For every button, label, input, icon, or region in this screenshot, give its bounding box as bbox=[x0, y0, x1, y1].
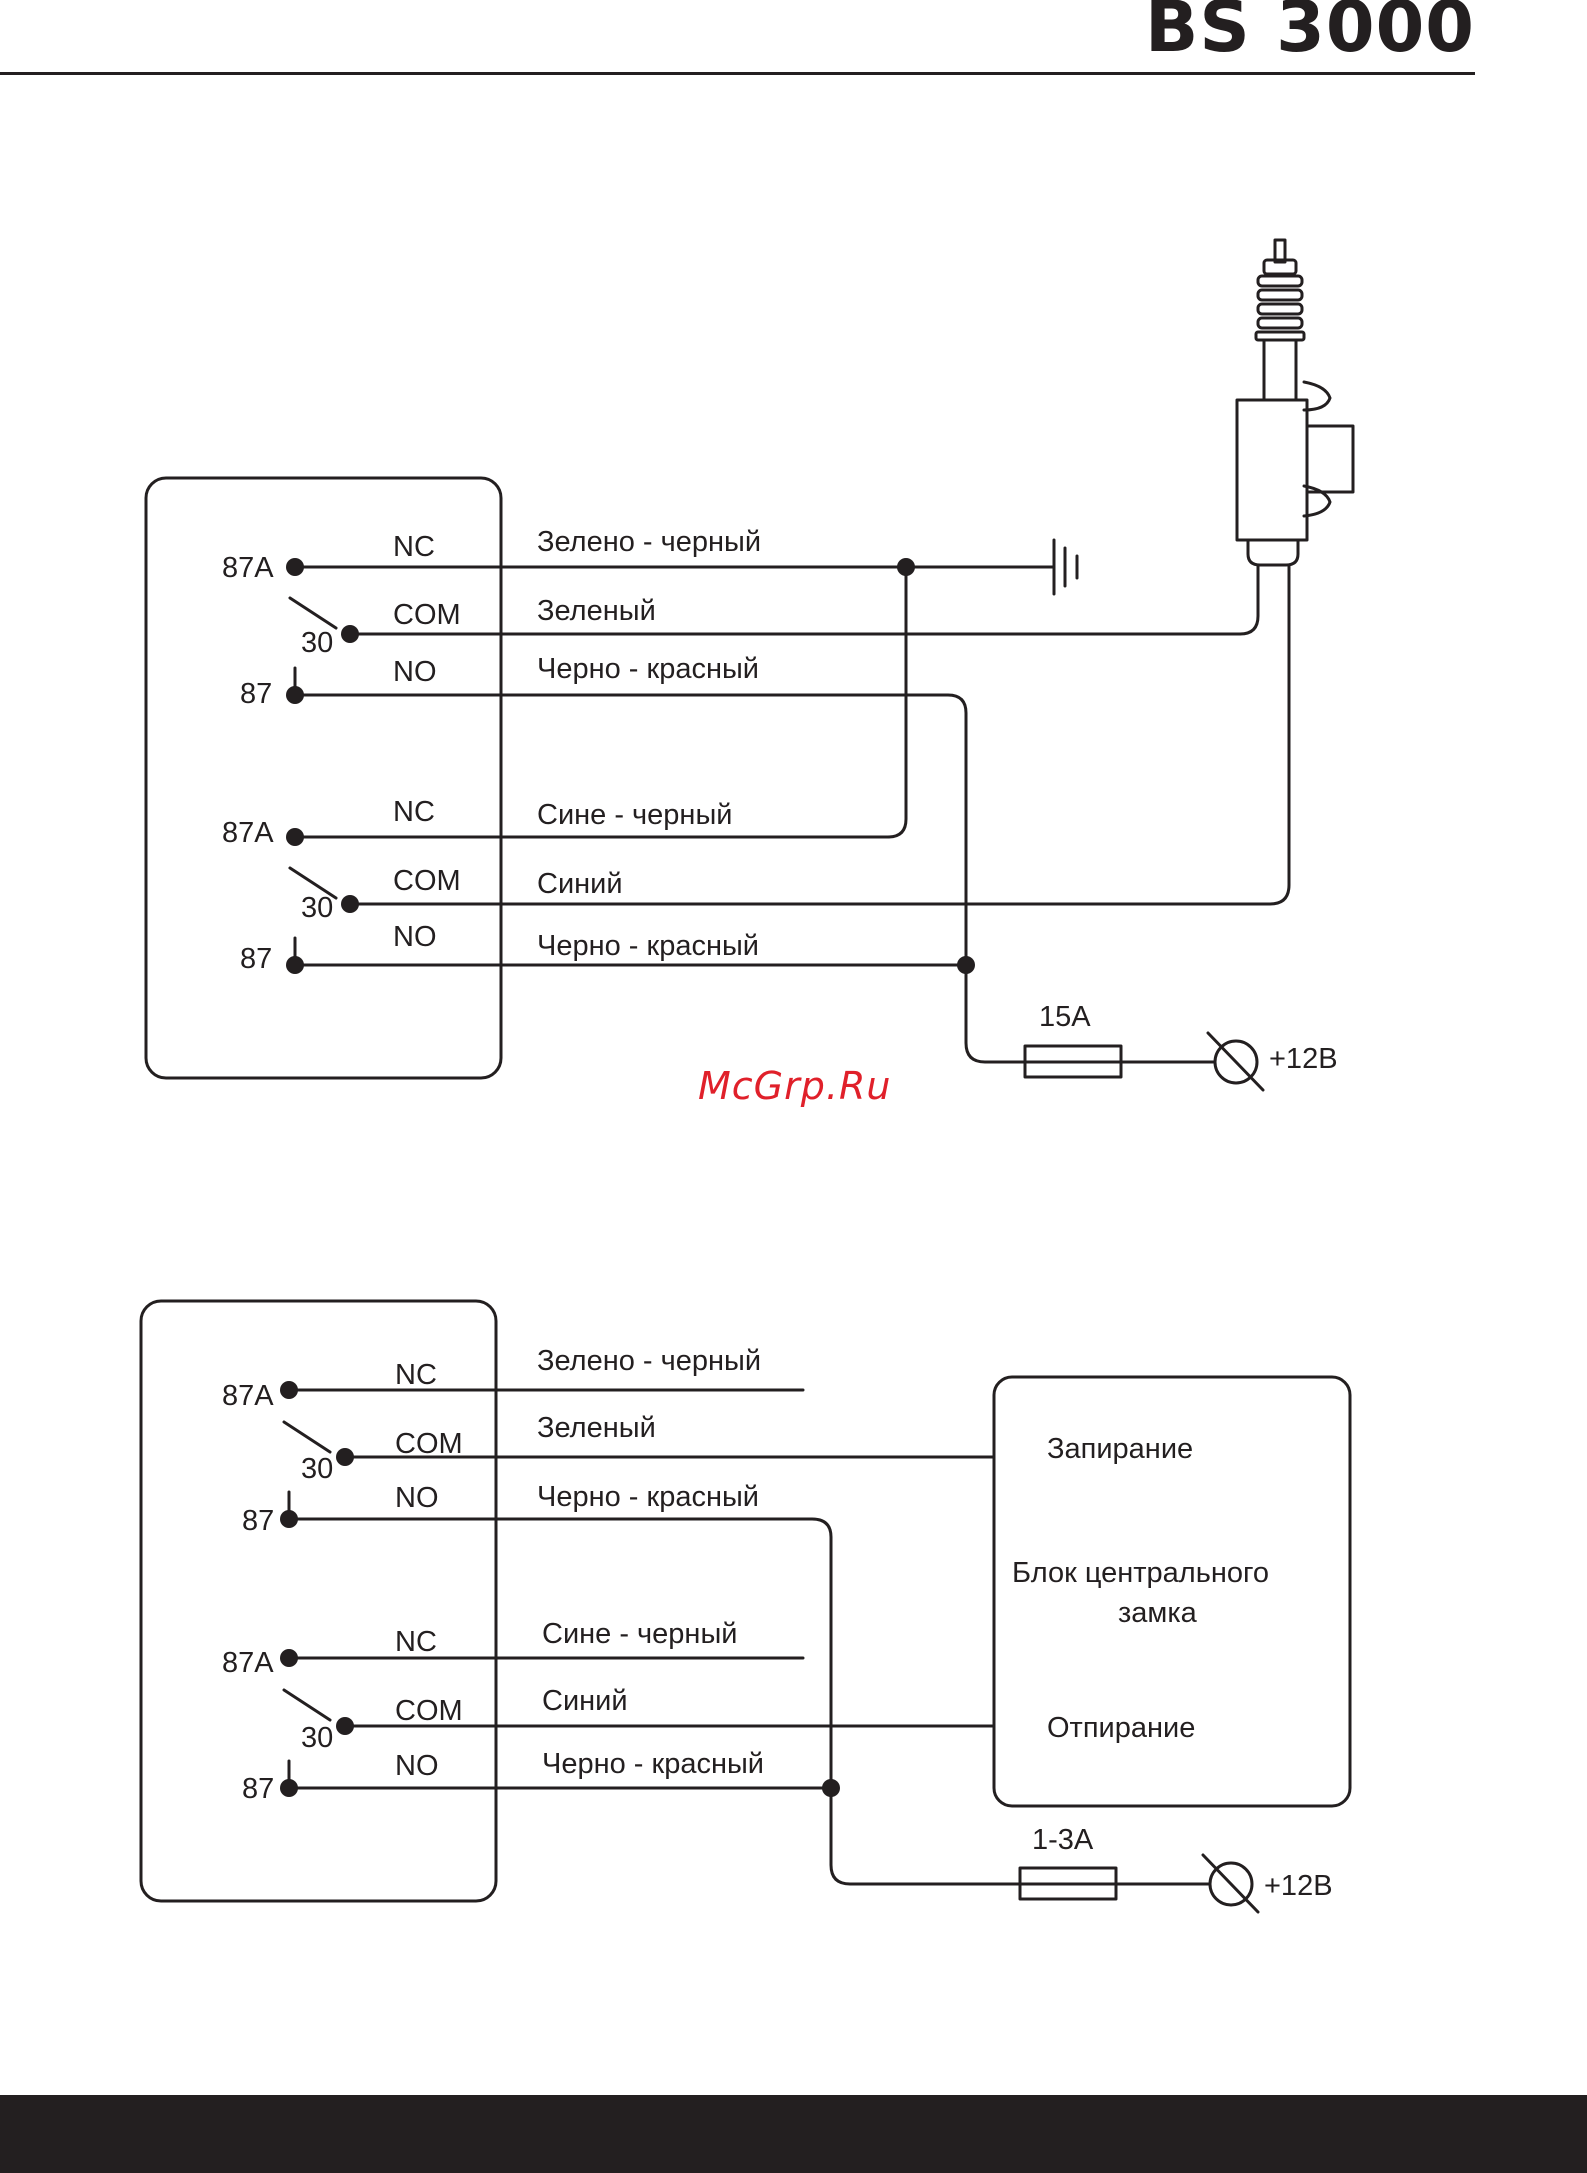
junction-dots-2 bbox=[280, 1381, 840, 1797]
diagram-2-labels: 87A 30 87 NC COM NO Зелено - черный Зеле… bbox=[222, 1345, 1333, 1902]
com-label: COM bbox=[395, 1695, 463, 1727]
relay-b-contacts-1 bbox=[288, 563, 1291, 967]
central-lock-unit bbox=[992, 1375, 1352, 1808]
wire-label-blue: Синий bbox=[542, 1685, 628, 1717]
lock-unit-title-line2: замка bbox=[1118, 1597, 1198, 1629]
power-label: +12В bbox=[1264, 1870, 1333, 1902]
pin-87-label: 87 bbox=[240, 943, 272, 975]
nc-label: NC bbox=[393, 796, 435, 828]
door-lock-actuator bbox=[1235, 238, 1355, 567]
diagram-1-labels: 87A 30 87 NC COM NO Зелено - черный Зеле… bbox=[222, 526, 1338, 1075]
wire-label-green-black: Зелено - черный bbox=[537, 1345, 761, 1377]
watermark: McGrp.Ru bbox=[698, 1064, 892, 1108]
com-label: COM bbox=[393, 599, 461, 631]
pin-87-label: 87 bbox=[240, 678, 272, 710]
no-label: NO bbox=[393, 656, 437, 688]
relay-module-box-2 bbox=[139, 1299, 498, 1903]
pin-30-label: 30 bbox=[301, 892, 333, 924]
fuse-15a bbox=[1023, 1044, 1217, 1079]
lock-unit-title-line1: Блок центрального bbox=[1012, 1557, 1269, 1589]
com-label: COM bbox=[393, 865, 461, 897]
footer-bar bbox=[0, 2095, 1587, 2173]
wire-label-blue: Синий bbox=[537, 868, 623, 900]
power-label: +12В bbox=[1269, 1043, 1338, 1075]
wire-label-green: Зеленый bbox=[537, 595, 656, 627]
pin-87a-label: 87A bbox=[222, 1380, 274, 1412]
pin-87-label: 87 bbox=[242, 1505, 274, 1537]
wire-label-black-red: Черно - красный bbox=[542, 1748, 764, 1780]
fuse-rating-label: 1-3А bbox=[1032, 1824, 1094, 1856]
relay-a-contacts-1 bbox=[288, 563, 1260, 1064]
wire-label-black-red: Черно - красный bbox=[537, 1481, 759, 1513]
junction-dots-1 bbox=[286, 558, 975, 974]
wire-label-green: Зеленый bbox=[537, 1412, 656, 1444]
lock-label: Запирание bbox=[1047, 1433, 1193, 1465]
power-terminal-1 bbox=[1206, 1031, 1265, 1092]
ground-symbol bbox=[904, 538, 1079, 596]
com-label: COM bbox=[395, 1428, 463, 1460]
pin-30-label: 30 bbox=[301, 627, 333, 659]
wire-label-blue-black: Сине - черный bbox=[537, 799, 732, 831]
fuse-1-3a bbox=[1018, 1866, 1212, 1901]
fuse-rating-label: 15А bbox=[1039, 1001, 1091, 1033]
no-label: NO bbox=[395, 1482, 439, 1514]
pin-87-label: 87 bbox=[242, 1773, 274, 1805]
wire-label-blue-black: Сине - черный bbox=[542, 1618, 737, 1650]
no-label: NO bbox=[393, 921, 437, 953]
pin-30-label: 30 bbox=[301, 1722, 333, 1754]
pin-87a-label: 87A bbox=[222, 1647, 274, 1679]
unlock-label: Отпирание bbox=[1047, 1712, 1195, 1744]
page-title: BS 3000 bbox=[1145, 0, 1475, 68]
nc-label: NC bbox=[395, 1626, 437, 1658]
power-terminal-2 bbox=[1201, 1853, 1260, 1914]
nc-label: NC bbox=[393, 531, 435, 563]
no-label: NO bbox=[395, 1750, 439, 1782]
pin-87a-label: 87A bbox=[222, 817, 274, 849]
nc-label: NC bbox=[395, 1359, 437, 1391]
wire-label-black-red: Черно - красный bbox=[537, 930, 759, 962]
diagram-2 bbox=[139, 1299, 1352, 1914]
wire-label-black-red: Черно - красный bbox=[537, 653, 759, 685]
diagram-1 bbox=[144, 238, 1355, 1092]
relay-module-box-1 bbox=[144, 476, 503, 1080]
header-divider bbox=[0, 72, 1475, 75]
pin-87a-label: 87A bbox=[222, 552, 274, 584]
pin-30-label: 30 bbox=[301, 1453, 333, 1485]
relay-b-contacts-2 bbox=[282, 1656, 996, 1790]
relay-a-contacts-2 bbox=[282, 1388, 1022, 1886]
wire-label-green-black: Зелено - черный bbox=[537, 526, 761, 558]
